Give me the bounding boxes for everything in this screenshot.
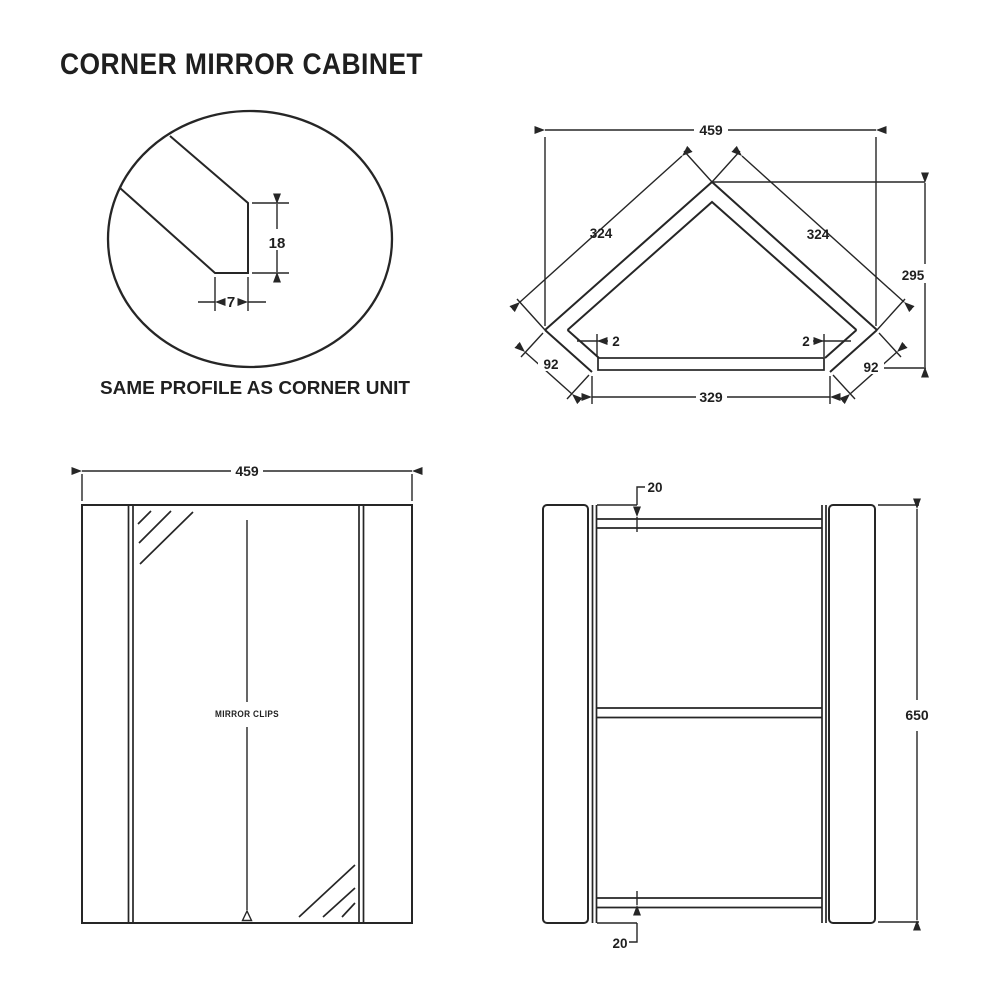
side-left-carcass-edges [591,505,598,923]
plan-dim-overall-width: 459 [534,122,887,326]
side-dim-height: 650 [878,498,929,931]
front-view: MIRROR CLIPS 459 [71,463,423,924]
mirror-hatch-top-left [137,510,194,565]
dim-label-7: 7 [227,294,235,311]
page-title: CORNER MIRROR CABINET [60,48,423,81]
side-dim-top-inset: 20 [597,480,663,532]
front-left-stile-edges [127,505,134,923]
side-dim-bottom-inset: 20 [597,891,642,951]
front-right-stile-edges [358,505,365,923]
plan-dim-gap-left: 2 [577,334,620,357]
detail-dim-width: 7 [198,277,266,311]
mirror-hatch-bottom-right [298,864,356,918]
side-left-panel [542,504,589,924]
plan-dim-gap-right: 2 [802,334,851,357]
plan-dim-opening: 329 [581,376,841,405]
dim-label-92-left: 92 [543,357,558,372]
top-shelf [597,518,822,529]
dim-label-295: 295 [902,268,925,283]
front-dim-overall-width: 459 [71,463,423,501]
dim-label-2-right: 2 [802,334,810,349]
plan-dim-left-return: 92 [514,332,590,405]
front-outline [81,504,413,924]
dim-label-329: 329 [699,389,723,405]
detail-view: 18 7 SAME PROFILE AS CORNER UNIT [100,109,410,398]
plan-inner-walls [566,200,858,331]
middle-shelf [597,707,822,719]
side-right-carcass-edges [821,505,827,923]
dim-label-459-plan: 459 [699,122,723,138]
plan-dim-right-wall: 324 [711,145,915,331]
profile-section-outline [119,135,249,274]
plan-view: 459 324 324 295 92 [509,122,930,405]
side-right-panel [828,504,876,924]
dim-label-650: 650 [905,707,929,723]
dim-label-324-right: 324 [807,227,830,242]
dim-label-92-right: 92 [863,360,878,375]
dim-label-18: 18 [269,235,286,252]
dim-label-459-front: 459 [235,463,259,479]
side-view: 20 20 650 [542,480,929,951]
dim-label-20-bottom: 20 [612,936,627,951]
dim-label-20-top: 20 [647,480,662,495]
mirror-clips-label: MIRROR CLIPS [215,709,279,720]
detail-dim-height: 18 [252,193,289,283]
dim-label-2-left: 2 [612,334,620,349]
mirror-clip-symbol-top [243,506,251,514]
dim-label-324-left: 324 [590,226,613,241]
bottom-shelf [597,897,822,909]
detail-caption: SAME PROFILE AS CORNER UNIT [100,378,410,398]
detail-circle [106,109,394,369]
plan-dim-right-return: 92 [832,332,908,405]
plan-door [597,357,825,371]
plan-dim-left-wall: 324 [509,145,713,331]
mirror-clip-symbol-bottom [241,909,253,922]
drawing-title-block: CORNER MIRROR CABINET [60,48,423,81]
